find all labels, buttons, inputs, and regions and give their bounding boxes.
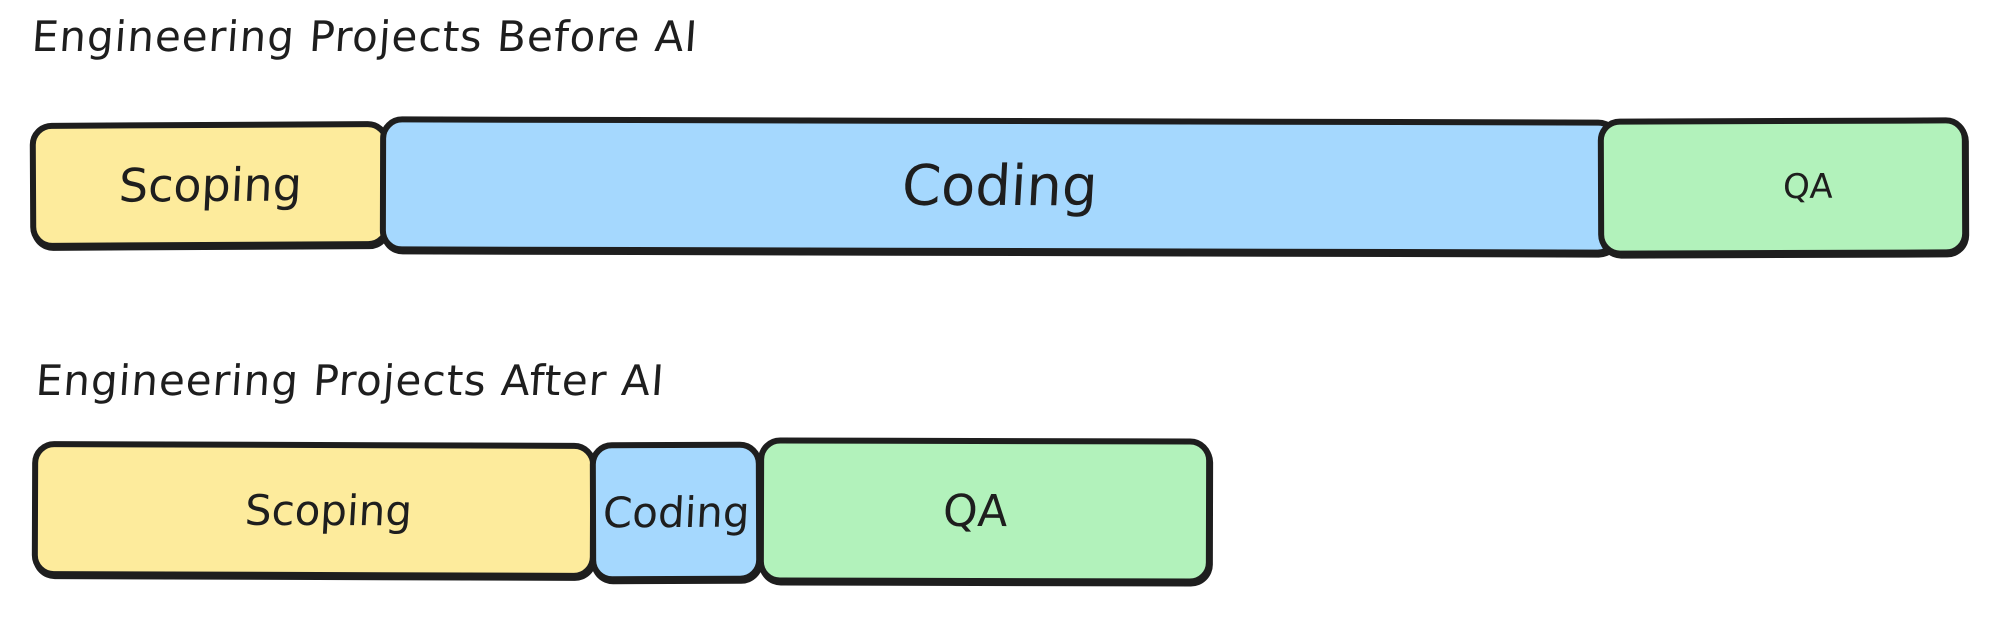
after-qa-segment: QA (757, 437, 1213, 585)
after-coding-label: Coding (601, 487, 751, 537)
after-scoping-label: Scoping (244, 485, 414, 535)
after-coding-segment: Coding (589, 441, 763, 583)
after-qa-label: QA (941, 485, 1009, 537)
after-scoping-segment: Scoping (31, 441, 597, 579)
